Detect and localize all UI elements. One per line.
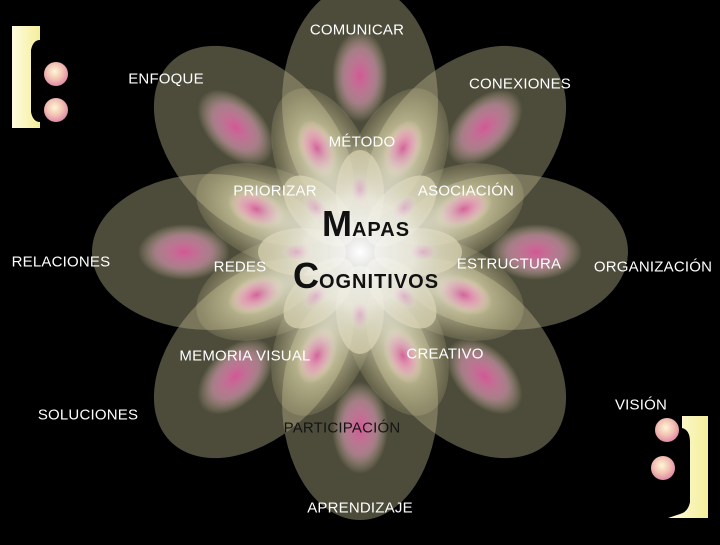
word-comunicar: COMUNICAR — [309, 21, 405, 39]
outer-petal-blush — [332, 382, 388, 474]
bracket-right-shape — [668, 416, 708, 518]
title-rest-apas: APAS — [351, 219, 411, 241]
word-creativo: CREATIVO — [406, 345, 484, 363]
outer-petal-blush — [490, 224, 582, 280]
word-redes: REDES — [213, 258, 267, 276]
emoticon-dot-upper-right — [655, 418, 679, 442]
word-conexiones: CONEXIONES — [468, 75, 572, 93]
word-participacion: PARTICIPACIÓN — [283, 419, 401, 437]
outer-petal-blush — [446, 338, 523, 415]
emoticon-bottom-right — [651, 416, 708, 518]
title-rest-ognitivos: OGNITIVOS — [318, 271, 440, 293]
outer-petal-blush — [332, 30, 388, 122]
word-priorizar: PRIORIZAR — [233, 182, 317, 200]
center-glow — [240, 132, 480, 372]
word-aprendizaje: APRENDIZAJE — [307, 499, 413, 517]
title-line-mapas: MAPAS — [322, 203, 410, 245]
title-initial-c: C — [292, 255, 319, 296]
outer-petal-blush — [197, 338, 274, 415]
outer-petal-blush — [197, 89, 274, 166]
word-organizacion: ORGANIZACIÓN — [593, 258, 713, 276]
emoticon-dot-lower-right — [651, 456, 675, 480]
bracket-left-shape — [12, 26, 40, 128]
word-vision: VISIÓN — [614, 396, 668, 414]
word-enfoque: ENFOQUE — [128, 70, 204, 88]
emoticon-dot-lower-left — [44, 98, 68, 122]
word-metodo: MÉTODO — [328, 133, 396, 151]
word-estructura: ESTRUCTURA — [456, 255, 562, 273]
outer-petal-blush — [446, 89, 523, 166]
title-initial-m: M — [321, 203, 352, 244]
title-line-cognitivos: COGNITIVOS — [293, 255, 439, 297]
word-soluciones: SOLUCIONES — [37, 406, 139, 424]
emoticon-dot-upper-left — [44, 62, 68, 86]
word-relaciones: RELACIONES — [11, 253, 111, 271]
outer-petal-blush — [138, 224, 230, 280]
word-asociacion: ASOCIACIÓN — [417, 182, 515, 200]
word-memoria-visual: MEMORIA VISUAL — [179, 347, 311, 365]
emoticon-top-left — [12, 26, 68, 128]
